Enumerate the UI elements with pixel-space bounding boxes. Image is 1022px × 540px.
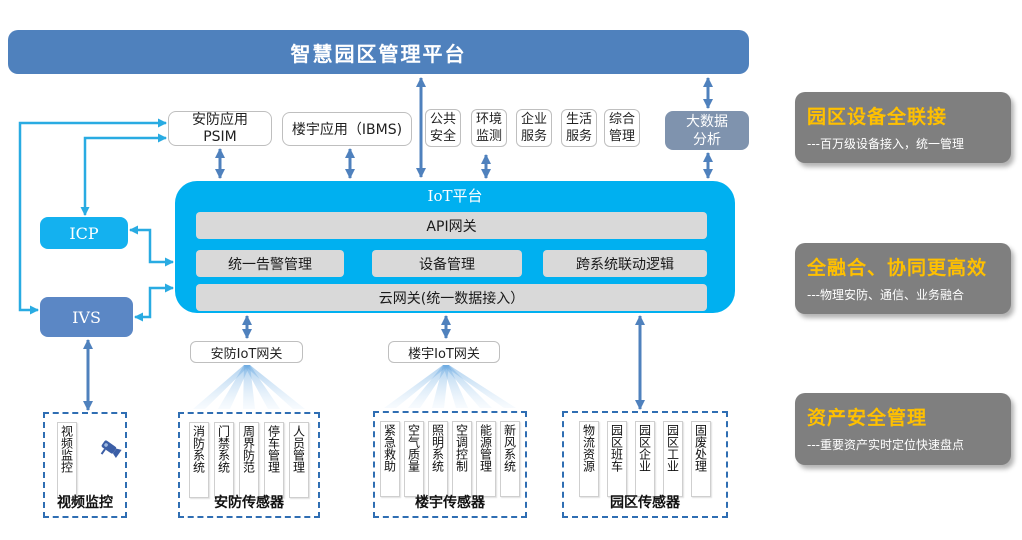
icp-box: ICP xyxy=(40,217,128,249)
campus-sensors-group: 物流资源 园区班车 园区企业 园区工业 固废处理 园区传感器 xyxy=(562,411,728,518)
service-box-public-safety: 公共安全 xyxy=(425,109,461,147)
security-sensors-group: 消防系统 门禁系统 周界防范 停车管理 人员管理 安防传感器 xyxy=(178,412,320,518)
sensor-column: 停车管理 xyxy=(264,422,284,498)
sensor-column: 照明系统 xyxy=(428,421,448,497)
cross-system-linkage-bar: 跨系统联动逻辑 xyxy=(543,250,707,277)
sensor-column: 固废处理 xyxy=(691,421,711,497)
link-icp-psim xyxy=(80,133,167,216)
benefit-title: 全融合、协同更高效 xyxy=(807,257,988,279)
benefit-subtitle: ---物理安防、通信、业务融合 xyxy=(807,288,964,302)
ivs-box: IVS xyxy=(40,297,133,337)
campus-sensors-label: 园区传感器 xyxy=(610,495,680,511)
sensor-column: 园区工业 xyxy=(663,421,683,497)
security-gateway-fan xyxy=(193,365,305,409)
security-sensors-label: 安防传感器 xyxy=(214,495,284,511)
benefit-title: 资产安全管理 xyxy=(807,407,928,429)
iot-platform-title: IoT平台 xyxy=(427,187,483,205)
security-iot-gateway-box: 安防IoT网关 xyxy=(190,341,303,363)
ibms-app-box: 楼宇应用（IBMS) xyxy=(282,112,412,146)
sensor-column: 空调控制 xyxy=(452,421,472,497)
building-iot-gateway-box: 楼宇IoT网关 xyxy=(388,341,500,363)
building-sensors-label: 楼宇传感器 xyxy=(415,495,485,511)
sensor-column: 紧急救助 xyxy=(380,421,400,497)
sensor-column: 新风系统 xyxy=(500,421,520,497)
building-sensors-group: 紧急救助 空气质量 照明系统 空调控制 能源管理 新风系统 楼宇传感器 xyxy=(373,411,527,518)
video-surveillance-group: 视频监控 视频监控 xyxy=(43,412,127,518)
service-box-general-mgmt: 综合管理 xyxy=(604,109,640,147)
benefit-subtitle: ---重要资产实时定位快速盘点 xyxy=(807,438,964,452)
sensor-column: 周界防范 xyxy=(239,422,259,498)
platform-banner-title: 智慧园区管理平台 xyxy=(290,41,467,66)
building-gateway-fan xyxy=(384,365,516,408)
video-surveillance-column: 视频监控 xyxy=(57,422,77,498)
sensor-column: 门禁系统 xyxy=(214,422,234,498)
benefit-panel-asset-security: 资产安全管理 ---重要资产实时定位快速盘点 xyxy=(795,393,1011,465)
psim-line1: 安防应用 xyxy=(192,111,248,128)
alarm-management-bar: 统一告警管理 xyxy=(196,250,344,277)
ibms-label: 楼宇应用（IBMS) xyxy=(291,122,403,138)
psim-app-box: 安防应用 PSIM xyxy=(168,111,272,146)
sensor-column: 消防系统 xyxy=(189,422,209,498)
sensor-column: 人员管理 xyxy=(289,422,309,498)
device-management-bar: 设备管理 xyxy=(372,250,522,277)
big-data-analysis-box: 大数据 分析 xyxy=(665,111,749,150)
sensor-column: 园区企业 xyxy=(635,421,655,497)
sensor-column: 能源管理 xyxy=(476,421,496,497)
link-ivs-iot xyxy=(134,283,174,322)
benefit-title: 园区设备全联接 xyxy=(807,106,948,128)
service-box-enterprise: 企业服务 xyxy=(516,109,552,147)
benefit-panel-convergence: 全融合、协同更高效 ---物理安防、通信、业务融合 xyxy=(795,243,1011,314)
cloud-gateway-bar: 云网关(统一数据接入） xyxy=(196,284,707,311)
sensor-column: 园区班车 xyxy=(607,421,627,497)
service-box-living: 生活服务 xyxy=(561,109,597,147)
api-gateway-bar: API网关 xyxy=(196,212,707,239)
cctv-camera-icon xyxy=(100,440,122,459)
psim-line2: PSIM xyxy=(203,128,237,145)
service-box-env-monitoring: 环境监测 xyxy=(471,109,507,147)
sensor-column: 物流资源 xyxy=(579,421,599,497)
platform-banner: 智慧园区管理平台 xyxy=(8,30,749,74)
link-icp-iot xyxy=(129,225,174,267)
benefit-panel-connectivity: 园区设备全联接 ---百万级设备接入，统一管理 xyxy=(795,92,1011,163)
sensor-column: 空气质量 xyxy=(404,421,424,497)
benefit-subtitle: ---百万级设备接入，统一管理 xyxy=(807,137,964,151)
video-surveillance-label: 视频监控 xyxy=(57,495,113,511)
